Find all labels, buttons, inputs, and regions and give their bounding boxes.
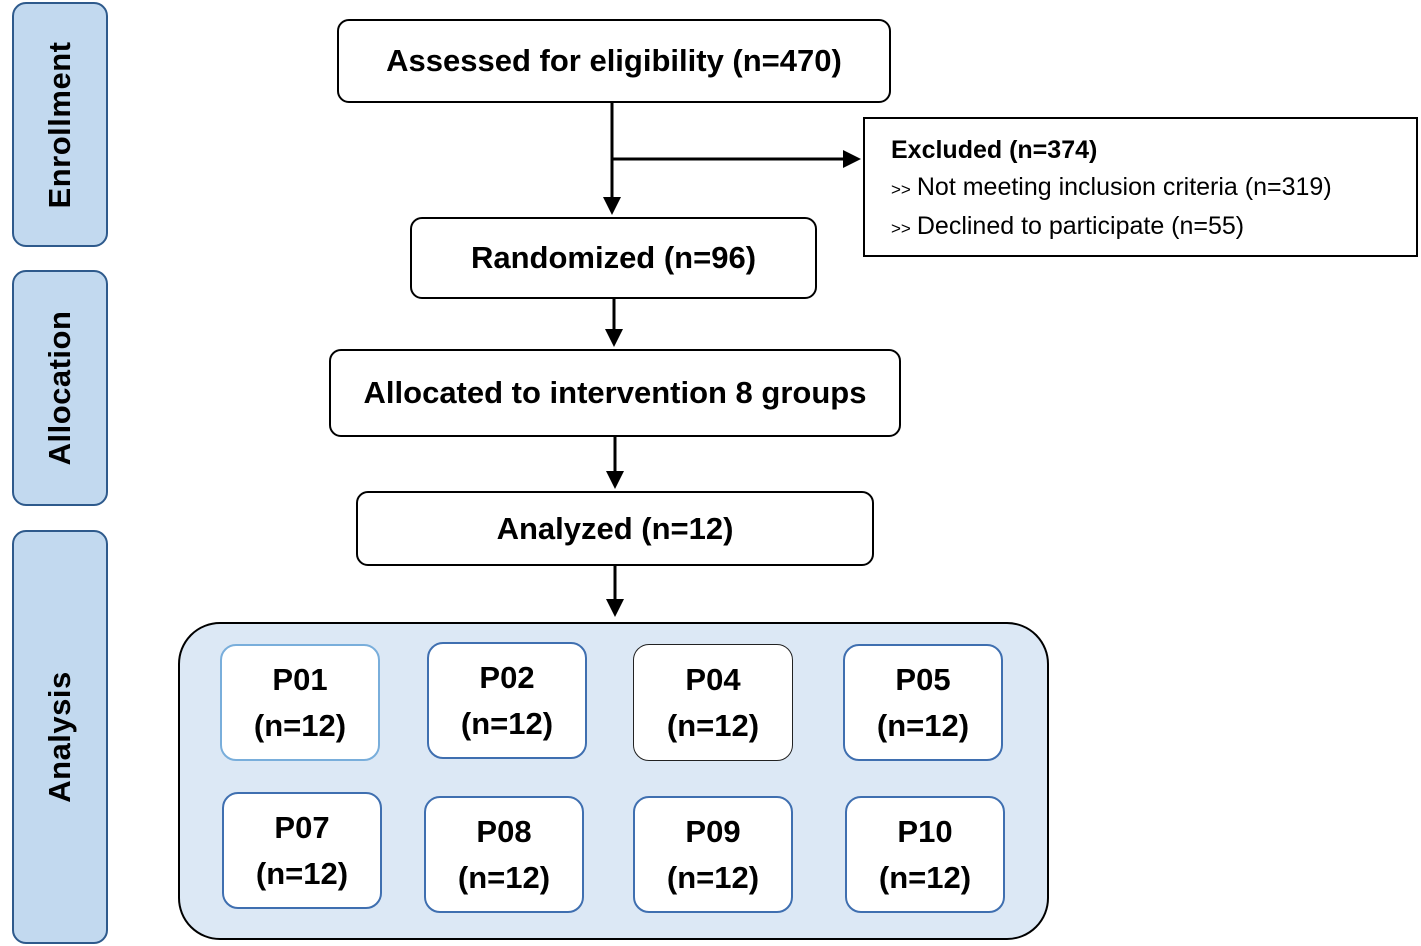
group-box-p09: P09 (n=12): [633, 796, 793, 913]
group-id: P02: [479, 659, 535, 695]
group-id: P05: [895, 661, 951, 697]
group-box-p07: P07 (n=12): [222, 792, 382, 909]
assessed-text: Assessed for eligibility (n=470): [386, 43, 842, 78]
group-box-p04: P04 (n=12): [633, 644, 793, 761]
excluded-item-marker: >>: [891, 219, 911, 238]
group-count: (n=12): [666, 859, 760, 895]
assessed-box: Assessed for eligibility (n=470): [337, 19, 891, 103]
group-id: P09: [685, 813, 741, 849]
group-count: (n=12): [255, 855, 349, 891]
group-box-p02: P02 (n=12): [427, 642, 587, 759]
group-id: P08: [476, 813, 532, 849]
excluded-box: Excluded (n=374) >> Not meeting inclusion…: [863, 117, 1418, 257]
excluded-item-marker: >>: [891, 180, 911, 199]
analyzed-text: Analyzed (n=12): [496, 510, 734, 546]
randomized-text: Randomized (n=96): [470, 240, 757, 275]
group-count: (n=12): [253, 707, 347, 743]
group-id: P07: [274, 809, 330, 845]
analyzed-box: Analyzed (n=12): [356, 491, 874, 566]
group-count: (n=12): [876, 707, 970, 743]
excluded-item: >> Not meeting inclusion criteria (n=319): [891, 169, 1416, 208]
excluded-item-text: Not meeting inclusion criteria (n=319): [916, 173, 1332, 201]
stage-allocation: Allocation: [12, 270, 108, 506]
group-count: (n=12): [457, 859, 551, 895]
excluded-title: Excluded (n=374): [891, 136, 1098, 164]
group-count: (n=12): [878, 859, 972, 895]
group-count: (n=12): [460, 705, 554, 741]
group-box-p10: P10 (n=12): [845, 796, 1005, 913]
group-box-p05: P05 (n=12): [843, 644, 1003, 761]
group-id: P10: [897, 813, 953, 849]
group-count: (n=12): [666, 707, 760, 743]
group-box-p01: P01 (n=12): [220, 644, 380, 761]
excluded-item: >> Declined to participate (n=55): [891, 208, 1416, 247]
group-id: P01: [272, 661, 328, 697]
stage-enrollment: Enrollment: [12, 2, 108, 247]
randomized-box: Randomized (n=96): [410, 217, 817, 299]
group-box-p08: P08 (n=12): [424, 796, 584, 913]
allocated-box: Allocated to intervention 8 groups: [329, 349, 901, 437]
allocated-text: Allocated to intervention 8 groups: [363, 375, 867, 410]
excluded-item-text: Declined to participate (n=55): [916, 212, 1245, 240]
group-id: P04: [685, 661, 741, 697]
stage-analysis: Analysis: [12, 530, 108, 944]
